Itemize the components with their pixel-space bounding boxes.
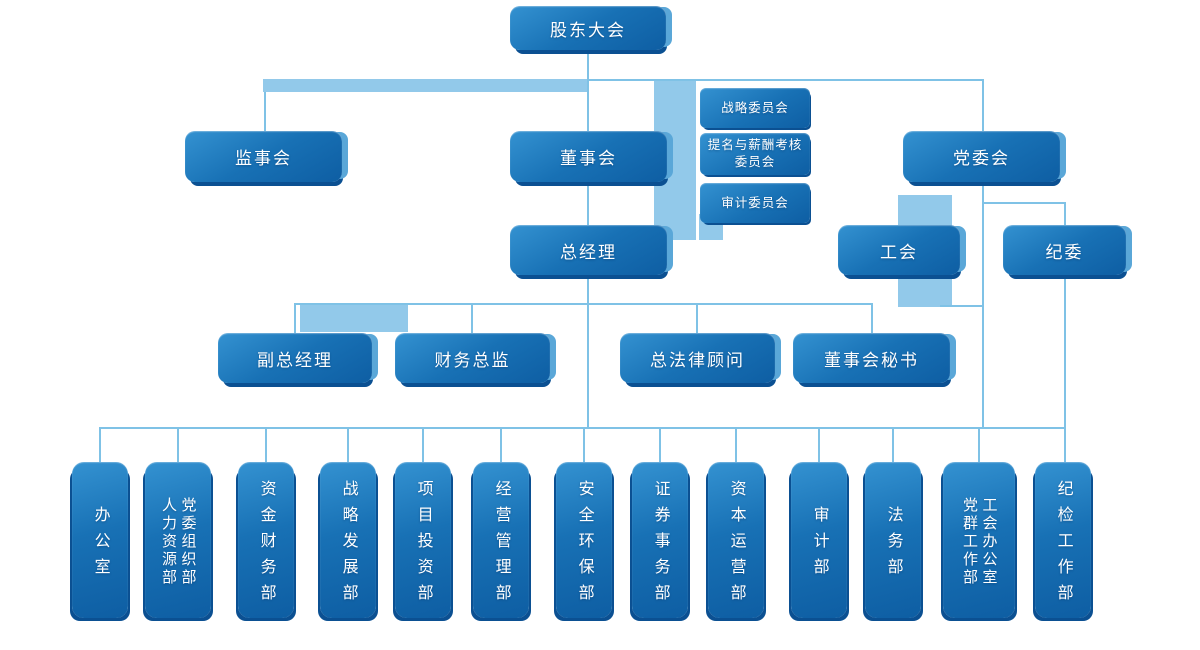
- node-finance-director: 财务总监: [395, 333, 550, 383]
- connector: [294, 303, 873, 305]
- dept-label: 纪检工作部: [1054, 480, 1072, 610]
- dept-securities-affairs: 证券事务部: [632, 462, 688, 618]
- node-board-of-directors: 董事会: [510, 131, 667, 182]
- connector-band-deputy-gm: [300, 303, 408, 332]
- connector: [583, 429, 585, 462]
- connector: [99, 427, 1065, 429]
- dept-label: 办公室: [91, 506, 109, 584]
- dept-label: 战略发展部: [339, 480, 357, 610]
- dept-label: 工会办公室 党群工作部: [961, 496, 998, 587]
- connector: [264, 92, 266, 131]
- node-discipline-committee: 纪委: [1003, 225, 1126, 275]
- dept-party-organization-hr: 党委组织部 人力资源部: [145, 462, 211, 618]
- node-general-counsel: 总法律顾问: [620, 333, 775, 383]
- connector: [471, 305, 473, 333]
- connector: [940, 305, 984, 307]
- dept-general-office: 办公室: [72, 462, 128, 618]
- connector: [982, 81, 984, 131]
- dept-label: 项目投资部: [414, 480, 432, 610]
- dept-label: 审计部: [810, 506, 828, 584]
- connector: [892, 429, 894, 462]
- connector: [587, 275, 589, 429]
- dept-label: 党委组织部 人力资源部: [160, 496, 197, 587]
- connector: [99, 429, 101, 462]
- connector: [265, 429, 267, 462]
- dept-label: 资金财务部: [257, 480, 275, 610]
- node-board-secretary: 董事会秘书: [793, 333, 950, 383]
- dept-label: 安全环保部: [575, 480, 593, 610]
- connector: [818, 429, 820, 462]
- node-general-manager: 总经理: [510, 225, 667, 275]
- dept-label: 资本运营部: [727, 480, 745, 610]
- dept-strategic-development: 战略发展部: [320, 462, 376, 618]
- dept-project-investment: 项目投资部: [395, 462, 451, 618]
- node-strategy-committee: 战略委员会: [700, 88, 810, 128]
- dept-label: 法务部: [884, 506, 902, 584]
- dept-capital-operation: 资本运营部: [708, 462, 764, 618]
- dept-union-office-party-mass: 工会办公室 党群工作部: [943, 462, 1015, 618]
- dept-fund-finance: 资金财务部: [238, 462, 294, 618]
- connector: [347, 429, 349, 462]
- connector: [1064, 202, 1066, 225]
- connector-band-top: [263, 79, 588, 92]
- connector: [982, 202, 1066, 204]
- dept-safety-environment: 安全环保部: [556, 462, 612, 618]
- connector: [978, 429, 980, 462]
- node-party-committee: 党委会: [903, 131, 1060, 182]
- connector: [735, 429, 737, 462]
- connector: [1064, 275, 1066, 462]
- connector: [659, 429, 661, 462]
- dept-label: 证券事务部: [651, 480, 669, 610]
- connector: [587, 182, 589, 225]
- node-shareholders-meeting: 股东大会: [510, 6, 666, 50]
- connector: [500, 429, 502, 462]
- node-supervisory-board: 监事会: [185, 131, 342, 182]
- connector: [588, 79, 984, 81]
- connector: [294, 305, 296, 333]
- connector: [871, 305, 873, 333]
- dept-label: 经营管理部: [492, 480, 510, 610]
- dept-legal: 法务部: [865, 462, 921, 618]
- dept-audit: 审计部: [791, 462, 847, 618]
- node-labor-union: 工会: [838, 225, 960, 275]
- connector: [587, 50, 589, 131]
- dept-operation-management: 经营管理部: [473, 462, 529, 618]
- connector: [177, 429, 179, 462]
- connector: [696, 305, 698, 333]
- connector: [422, 429, 424, 462]
- dept-discipline-inspection: 纪检工作部: [1035, 462, 1091, 618]
- node-deputy-general-manager: 副总经理: [218, 333, 372, 383]
- node-audit-committee: 审计委员会: [700, 183, 810, 223]
- node-nomination-remuneration-committee: 提名与薪酬考核 委员会: [700, 133, 810, 175]
